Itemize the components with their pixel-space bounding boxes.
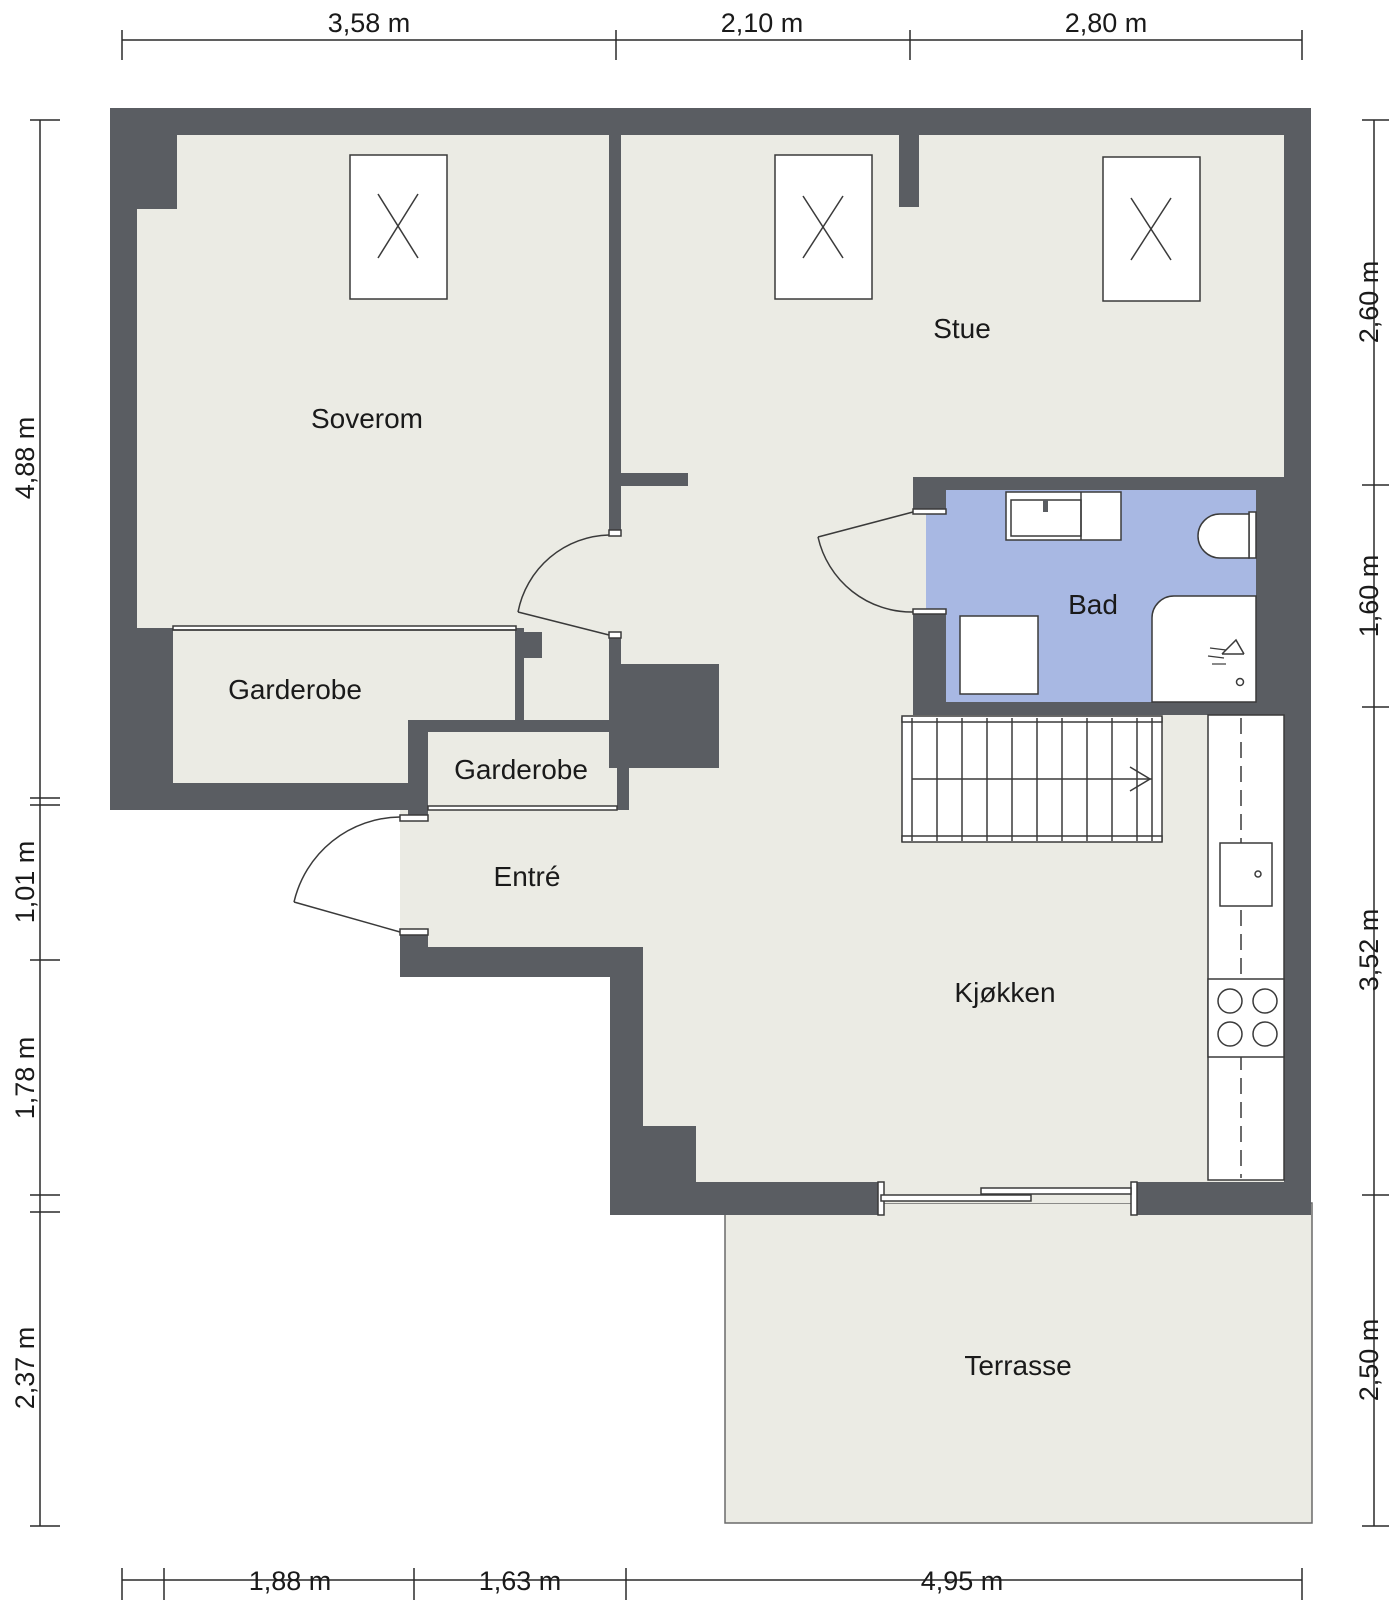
door-entre — [293, 814, 429, 936]
dim-bottom-2: 1,63 m — [479, 1566, 562, 1596]
room-label-garderobe-1: Garderobe — [228, 674, 362, 705]
door-bad — [817, 508, 947, 615]
dim-left-1: 4,88 m — [10, 417, 40, 500]
room-label-soverom: Soverom — [311, 403, 423, 434]
sink-icon — [1005, 491, 1122, 541]
sliding-door-garderobe-2 — [427, 805, 618, 811]
room-label-stue: Stue — [933, 313, 991, 344]
wall-garderobe-right — [515, 628, 524, 720]
dim-bottom-3: 4,95 m — [921, 1566, 1004, 1596]
room-label-terrasse: Terrasse — [964, 1350, 1071, 1381]
stairs — [901, 715, 1163, 843]
wall-left — [110, 108, 137, 808]
dim-right-1: 2,60 m — [1354, 261, 1384, 344]
toilet-icon — [1197, 511, 1257, 559]
kitchen-sink-icon — [1219, 842, 1273, 907]
shower-icon — [1151, 595, 1257, 703]
wall-bottom-kitchen-right — [1137, 1182, 1311, 1215]
sliding-door-terrace — [877, 1181, 1138, 1216]
wall-stue-pillar — [899, 135, 919, 207]
dim-left-3: 1,78 m — [10, 1037, 40, 1120]
walls — [110, 108, 1311, 1215]
skylights — [349, 154, 1201, 302]
wall-kitchen-block — [643, 1126, 696, 1182]
terrace-floor — [724, 1202, 1313, 1524]
kitchen-counter — [1207, 714, 1285, 1181]
dim-right-3: 3,52 m — [1354, 909, 1384, 992]
room-label-entre: Entré — [494, 861, 561, 892]
washing-machine-icon — [959, 615, 1039, 695]
wall-bottom-left — [110, 783, 410, 810]
doors — [172, 508, 1138, 1216]
wall-kitchen-left — [610, 947, 643, 1215]
wall-top — [110, 108, 1311, 135]
room-labels: Soverom Stue Bad Garderobe Garderobe Ent… — [228, 313, 1118, 1381]
dim-right-4: 2,50 m — [1354, 1319, 1384, 1402]
wall-garderobe2-right — [617, 720, 629, 810]
wall-bath-left-lower — [913, 612, 946, 715]
wall-bath-right — [1256, 477, 1284, 715]
wall-garderobe2-top — [408, 720, 629, 732]
dimension-labels: 3,58 m 2,10 m 2,80 m 1,88 m 1,63 m 4,95 … — [10, 8, 1384, 1596]
dim-top-3: 2,80 m — [1065, 8, 1148, 38]
wall-bath-bottom — [913, 702, 1284, 715]
wall-right — [1284, 108, 1311, 1203]
wall-stue-stub — [621, 473, 688, 486]
skylight-stue-2 — [1102, 156, 1201, 302]
dim-bottom-1: 1,88 m — [249, 1566, 332, 1596]
wall-entre-bottom — [400, 947, 640, 977]
wall-bath-top — [913, 477, 1284, 490]
dim-right-2: 1,60 m — [1354, 555, 1384, 638]
cooktop-icon — [1207, 978, 1285, 1058]
wall-left-corner — [137, 135, 177, 209]
wall-bottom-kitchen-left — [610, 1182, 878, 1215]
skylight-stue-1 — [774, 154, 873, 300]
skylight-soverom — [349, 154, 448, 300]
dim-left-2: 1,01 m — [10, 841, 40, 924]
wall-garderobe-left — [137, 628, 173, 783]
dim-top-2: 2,10 m — [721, 8, 804, 38]
dim-left-4: 2,37 m — [10, 1327, 40, 1410]
room-label-bad: Bad — [1068, 589, 1118, 620]
room-label-garderobe-2: Garderobe — [454, 754, 588, 785]
wall-soverom-stue — [609, 135, 621, 535]
room-label-kjokken: Kjøkken — [954, 977, 1055, 1008]
door-soverom — [517, 529, 622, 639]
wall-garderobe2-left — [408, 720, 428, 820]
sliding-door-garderobe-1 — [172, 625, 517, 631]
wall-garderobe-post — [520, 632, 542, 658]
dimension-lines — [30, 30, 1389, 1600]
wall-bath-left-upper — [913, 477, 946, 512]
bath-fixtures — [959, 491, 1257, 703]
dim-top-1: 3,58 m — [328, 8, 411, 38]
